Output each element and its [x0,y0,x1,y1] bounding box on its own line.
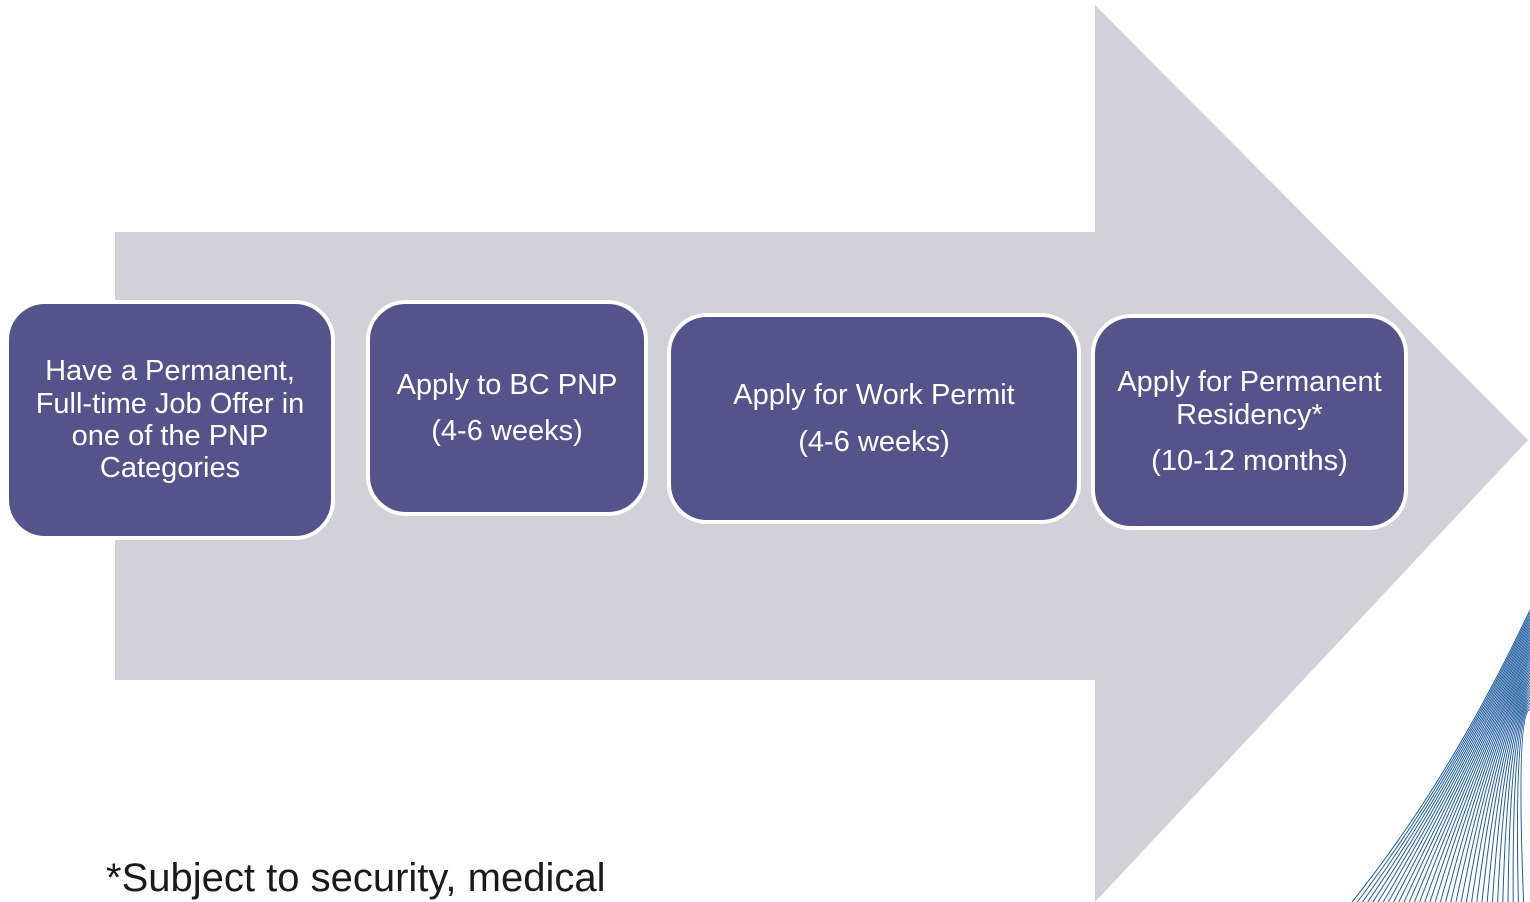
swoosh-stripe [1419,648,1530,902]
step-title: Apply to BC PNP [396,368,618,401]
swoosh-stripe [1434,657,1530,902]
swoosh-stripe [1520,708,1530,902]
swoosh-stripe [1398,636,1530,902]
swoosh-stripe [1361,615,1530,902]
step-have-job-offer: Have a Permanent, Full-time Job Offer in… [5,300,335,540]
swoosh-stripe [1377,624,1530,902]
step-apply-work-permit: Apply for Work Permit (4-6 weeks) [667,313,1081,524]
step-title: Have a Permanent, Full-time Job Offer in… [35,355,305,485]
swoosh-stripe [1439,660,1530,902]
step-title: Apply for Work Permit [733,379,1015,412]
swoosh-stripe [1486,687,1530,902]
swoosh-stripe [1387,630,1530,902]
step-title: Apply for Permanent Residency* [1117,366,1382,431]
swoosh-stripe [1372,621,1530,902]
swoosh-stripe [1497,693,1530,902]
step-apply-bc-pnp: Apply to BC PNP (4-6 weeks) [366,300,648,516]
step-apply-permanent-residency: Apply for Permanent Residency* (10-12 mo… [1091,314,1408,530]
step-duration: (4-6 weeks) [431,415,583,447]
swoosh-stripe [1403,639,1530,902]
swoosh-stripe [1471,678,1530,902]
swoosh-stripe [1367,618,1530,902]
swoosh-stripe [1429,654,1530,902]
step-duration: (10-12 months) [1151,445,1348,478]
swoosh-stripe [1476,681,1530,902]
swoosh-stripe [1351,609,1530,902]
swoosh-stripe [1491,690,1530,902]
swoosh-stripe [1455,669,1530,902]
swoosh-stripe [1356,612,1530,902]
swoosh-stripe [1408,642,1530,902]
striped-swoosh-graphic [1351,609,1530,902]
swoosh-stripe [1460,672,1530,902]
swoosh-stripe [1382,627,1530,902]
swoosh-stripe [1393,633,1530,902]
swoosh-stripe [1465,675,1530,902]
footnote: *Subject to security, medical [106,856,606,900]
swoosh-stripe [1481,684,1530,902]
swoosh-stripe [1512,702,1530,902]
swoosh-stripe [1450,666,1530,902]
step-duration: (4-6 weeks) [798,425,950,458]
swoosh-stripe [1507,699,1530,902]
swoosh-stripe [1413,645,1530,902]
swoosh-stripe [1424,651,1530,902]
swoosh-stripe [1502,696,1530,902]
swoosh-stripe [1445,663,1530,902]
swoosh-stripe [1516,705,1530,902]
